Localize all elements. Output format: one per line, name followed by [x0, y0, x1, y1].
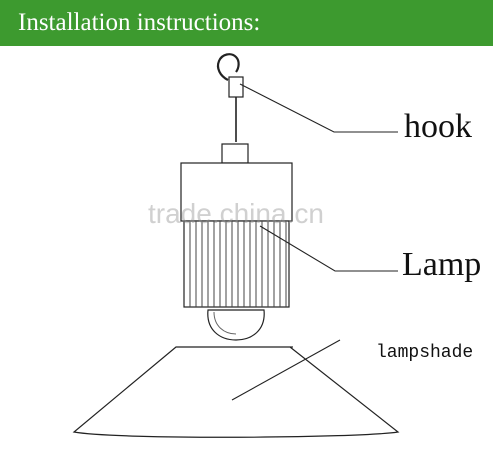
lampshade-shape [72, 346, 400, 438]
header-banner: Installation instructions: [0, 0, 493, 46]
lampshade-leader-line [231, 339, 341, 401]
watermark: trade.china.cn [148, 198, 324, 229]
lamp-cap [221, 143, 249, 164]
bulb-dome [207, 309, 265, 341]
fin-lines [189, 221, 287, 307]
hook-label: hook [404, 108, 472, 145]
hook-leader-line [239, 83, 398, 133]
hook-connector [228, 76, 244, 98]
lamp-label: Lamp [402, 246, 482, 283]
lamp-leader-line [259, 225, 398, 272]
lampshade-label: lampshade [376, 343, 474, 363]
banner-title: Installation instructions: [18, 9, 261, 36]
hook-shape [216, 53, 240, 81]
lamp-body-upper [180, 162, 293, 222]
